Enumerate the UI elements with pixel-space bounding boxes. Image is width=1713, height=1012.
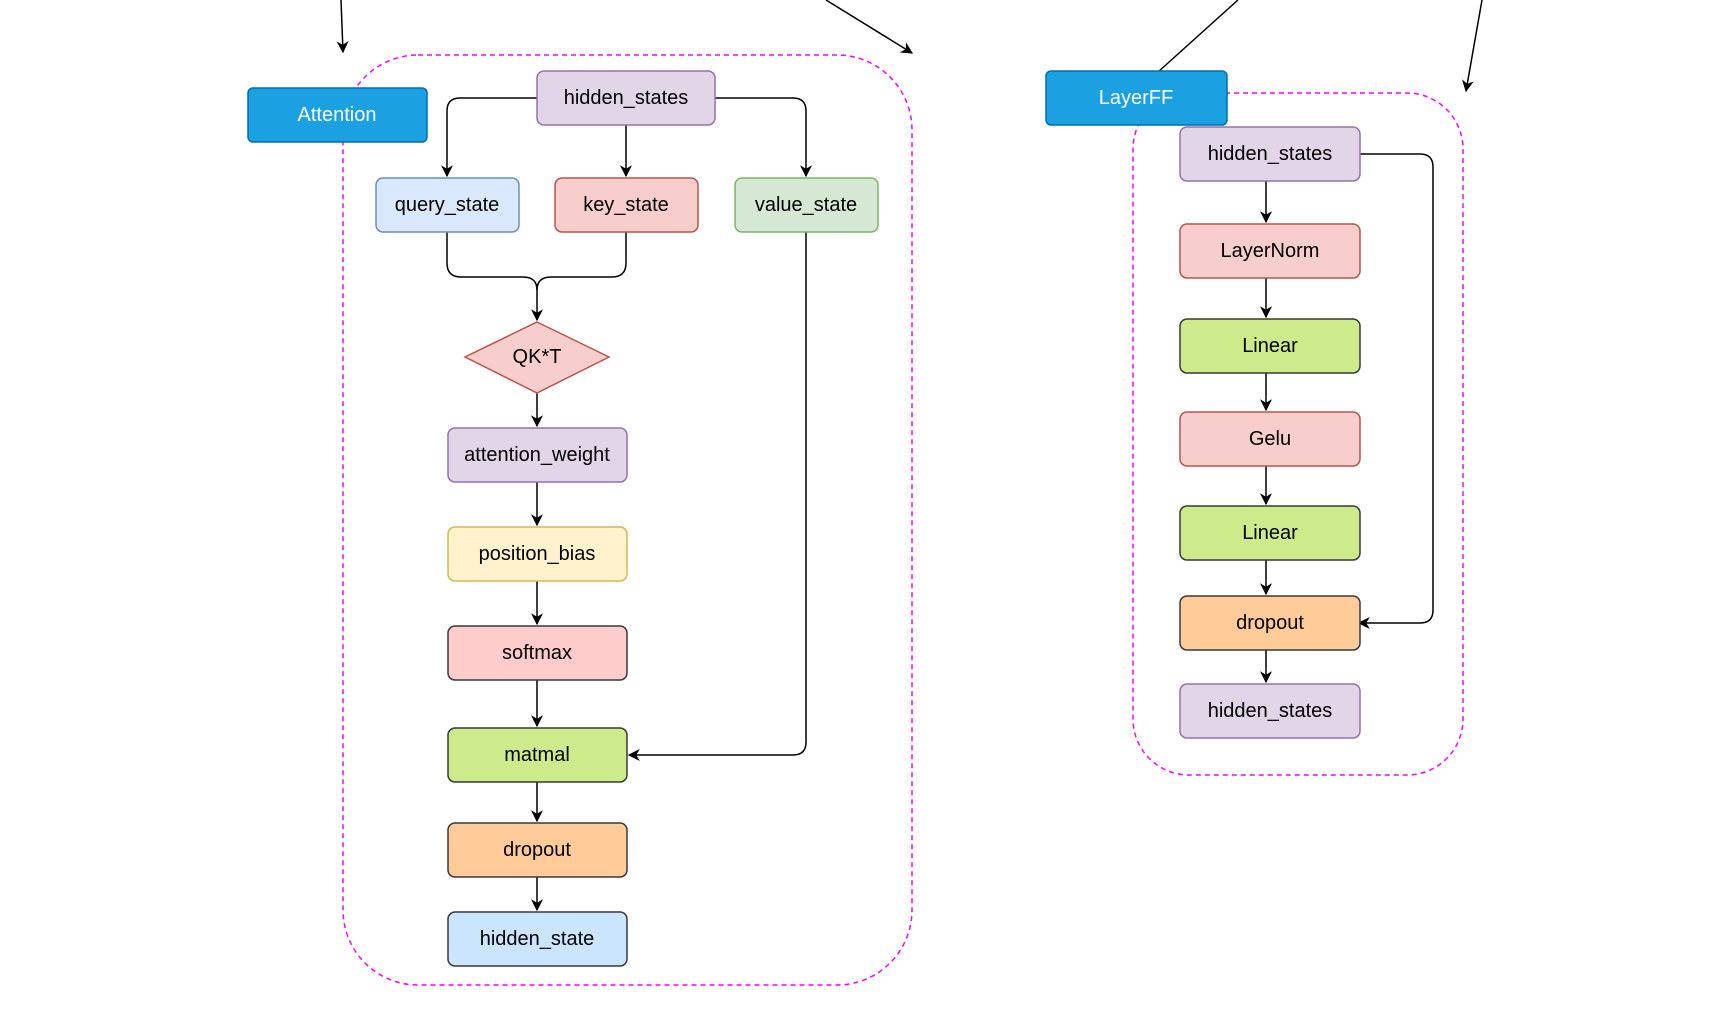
incoming-line-layerff-left [1157, 0, 1239, 73]
layerff-group-border [1132, 92, 1464, 776]
node-hidden-state: hidden_state [447, 911, 628, 967]
edge-residual-skip [1356, 153, 1434, 629]
node-query-state-label: query_state [395, 194, 500, 216]
node-ff-hidden-states-in-label: hidden_states [1208, 143, 1333, 165]
node-ff-hidden-states-out-label: hidden_states [1208, 700, 1333, 722]
attention-label: Attention [247, 87, 428, 143]
node-qkt-decision: QK*T [463, 321, 611, 394]
node-query-state: query_state [375, 177, 520, 233]
node-key-state: key_state [554, 177, 699, 233]
node-ff-hidden-states-in: hidden_states [1179, 126, 1361, 182]
node-gelu-label: Gelu [1249, 428, 1291, 450]
edge-value-to-matmal [627, 232, 807, 761]
incoming-arrow-layerff-right [1461, 0, 1483, 93]
node-qkt-label: QK*T [513, 346, 562, 368]
node-hidden-states: hidden_states [536, 70, 716, 126]
node-ff-dropout: dropout [1179, 595, 1361, 651]
node-key-state-label: key_state [583, 194, 669, 216]
node-value-state-label: value_state [755, 194, 857, 216]
node-linear-2-label: Linear [1242, 522, 1298, 544]
node-linear-2: Linear [1179, 505, 1361, 561]
node-ff-dropout-label: dropout [1236, 612, 1304, 634]
node-matmal: matmal [447, 727, 628, 783]
node-layernorm: LayerNorm [1179, 223, 1361, 279]
edge-query-to-qkt [446, 232, 543, 322]
node-attention-weight: attention_weight [447, 427, 628, 483]
attention-connectors [441, 97, 812, 912]
node-position-bias-label: position_bias [479, 543, 596, 565]
node-hidden-state-label: hidden_state [480, 928, 595, 950]
layerff-label: LayerFF [1045, 70, 1228, 126]
node-softmax-label: softmax [502, 642, 572, 664]
attention-label-text: Attention [298, 104, 377, 126]
edge-hidden-to-query [441, 97, 537, 178]
node-attention-weight-label: attention_weight [464, 444, 610, 466]
node-value-state: value_state [734, 177, 879, 233]
node-position-bias: position_bias [447, 526, 628, 582]
node-dropout-label: dropout [503, 839, 571, 861]
attention-group-border [342, 54, 913, 986]
node-linear-1-label: Linear [1242, 335, 1298, 357]
node-gelu: Gelu [1179, 411, 1361, 467]
node-ff-hidden-states-out: hidden_states [1179, 683, 1361, 739]
node-softmax: softmax [447, 625, 628, 681]
incoming-connectors [336, 0, 1483, 93]
node-linear-1: Linear [1179, 318, 1361, 374]
node-matmal-label: matmal [504, 744, 570, 766]
attention-group: Attention hidden_states query_state key_… [247, 54, 913, 986]
edge-key-to-qkt [536, 232, 627, 291]
layerff-label-text: LayerFF [1099, 87, 1173, 109]
layerff-connectors [1260, 153, 1434, 684]
node-layernorm-label: LayerNorm [1221, 240, 1320, 262]
incoming-arrow-attention-right [825, 0, 914, 54]
layerff-group: LayerFF hidden_states LayerNorm Linear G… [1045, 70, 1464, 776]
node-dropout: dropout [447, 822, 628, 878]
edge-hidden-to-value [715, 97, 812, 178]
node-hidden-states-label: hidden_states [564, 87, 689, 109]
incoming-arrow-attention-left [336, 0, 349, 54]
